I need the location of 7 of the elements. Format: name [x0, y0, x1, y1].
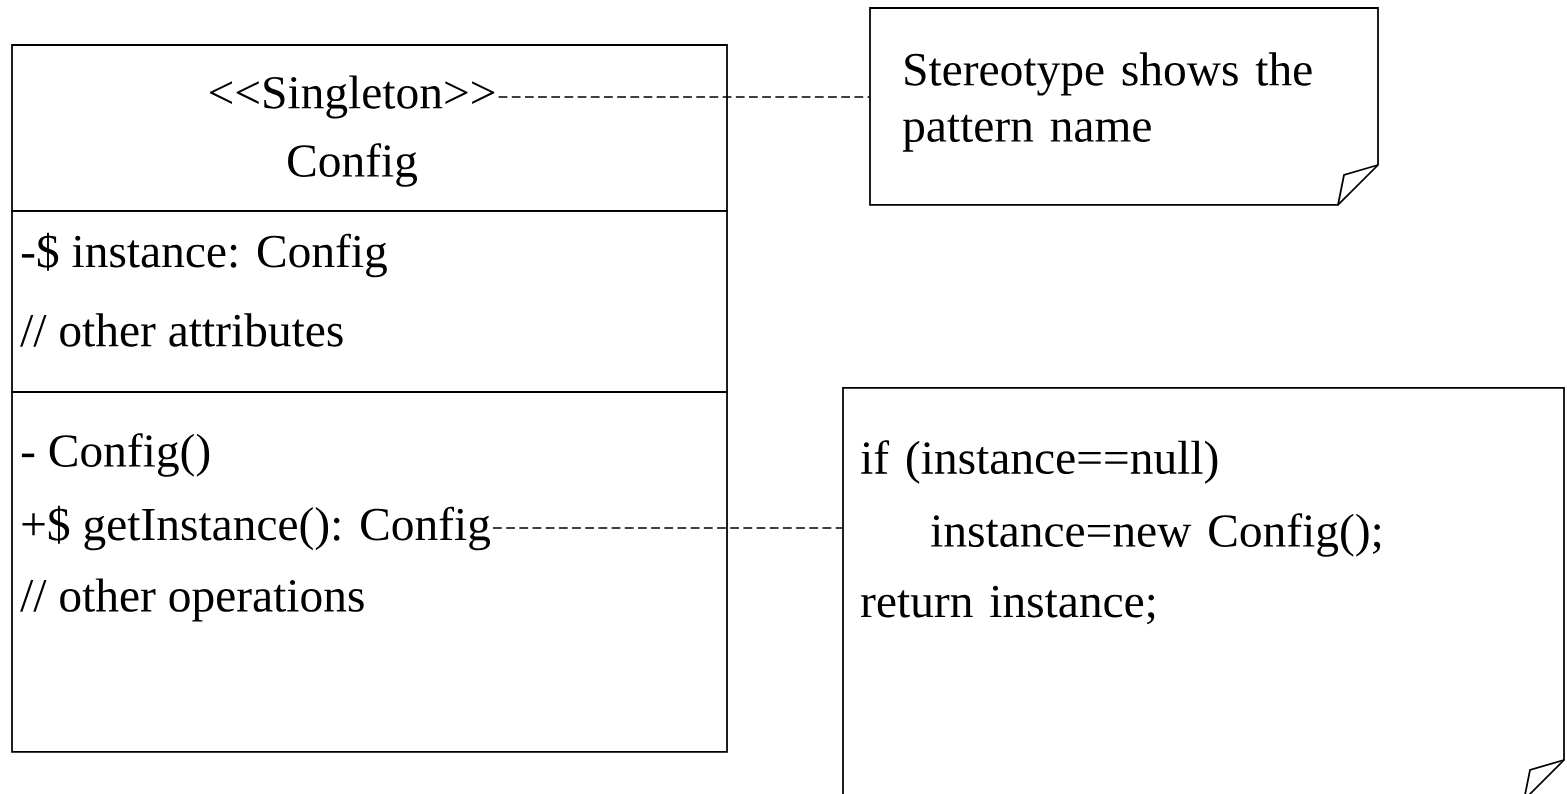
note: if (instance==null) instance=new Config(); return instance; [842, 387, 1565, 794]
note: Stereotype shows the pattern name [869, 7, 1379, 206]
leader-line [497, 96, 871, 98]
class-compartment: -$ instance: Config // other attributes [11, 210, 728, 393]
class-compartment: - Config() +$ getInstance(): Config // other operations [11, 391, 728, 753]
class-compartment: <<Singleton>> Config [11, 44, 728, 212]
leader-line [492, 527, 844, 529]
